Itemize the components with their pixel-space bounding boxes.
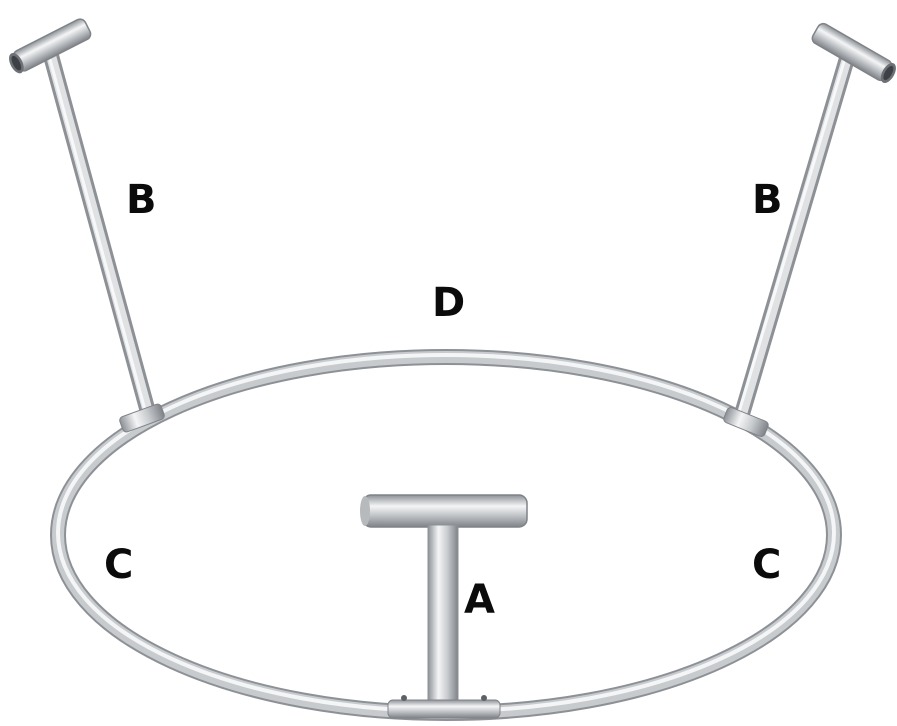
left-arm-b bbox=[9, 18, 165, 433]
right-t-handle bbox=[811, 22, 896, 83]
label-b-right: B bbox=[752, 177, 783, 223]
label-c-right: C bbox=[752, 542, 782, 588]
label-d-top: D bbox=[432, 280, 466, 326]
left-t-handle bbox=[9, 18, 92, 74]
right-arm-b bbox=[723, 22, 896, 437]
label-c-left: C bbox=[104, 542, 134, 588]
label-a-center: A bbox=[464, 577, 495, 623]
label-b-left: B bbox=[126, 177, 157, 223]
center-post-a bbox=[360, 494, 528, 719]
center-t-bar bbox=[362, 494, 528, 528]
